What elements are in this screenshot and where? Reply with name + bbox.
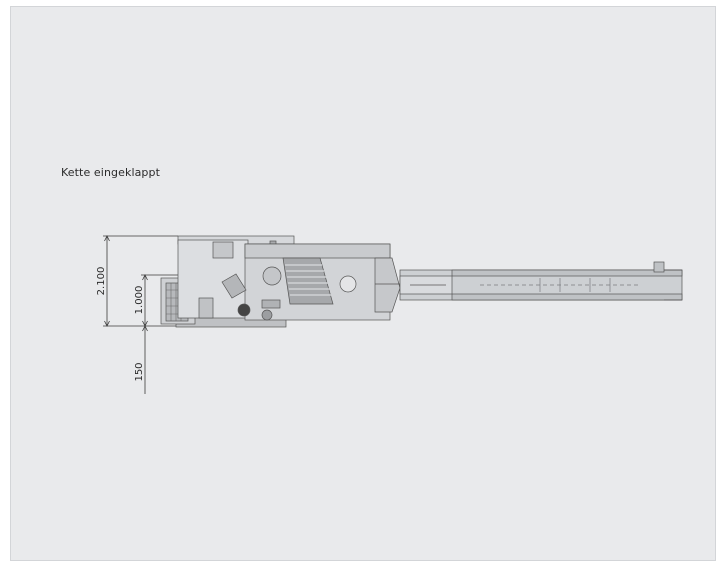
drawing-caption: Kette eingeklappt — [61, 166, 161, 179]
machine — [160, 235, 401, 328]
dimension-lines — [103, 235, 178, 394]
folded-chain-conveyor — [399, 261, 683, 301]
dimension-label-hopper-height: 1.000 — [134, 286, 145, 315]
dimension-label-ground-clearance: 150 — [134, 362, 145, 381]
dimension-label-overall-height: 2.100 — [96, 267, 107, 296]
